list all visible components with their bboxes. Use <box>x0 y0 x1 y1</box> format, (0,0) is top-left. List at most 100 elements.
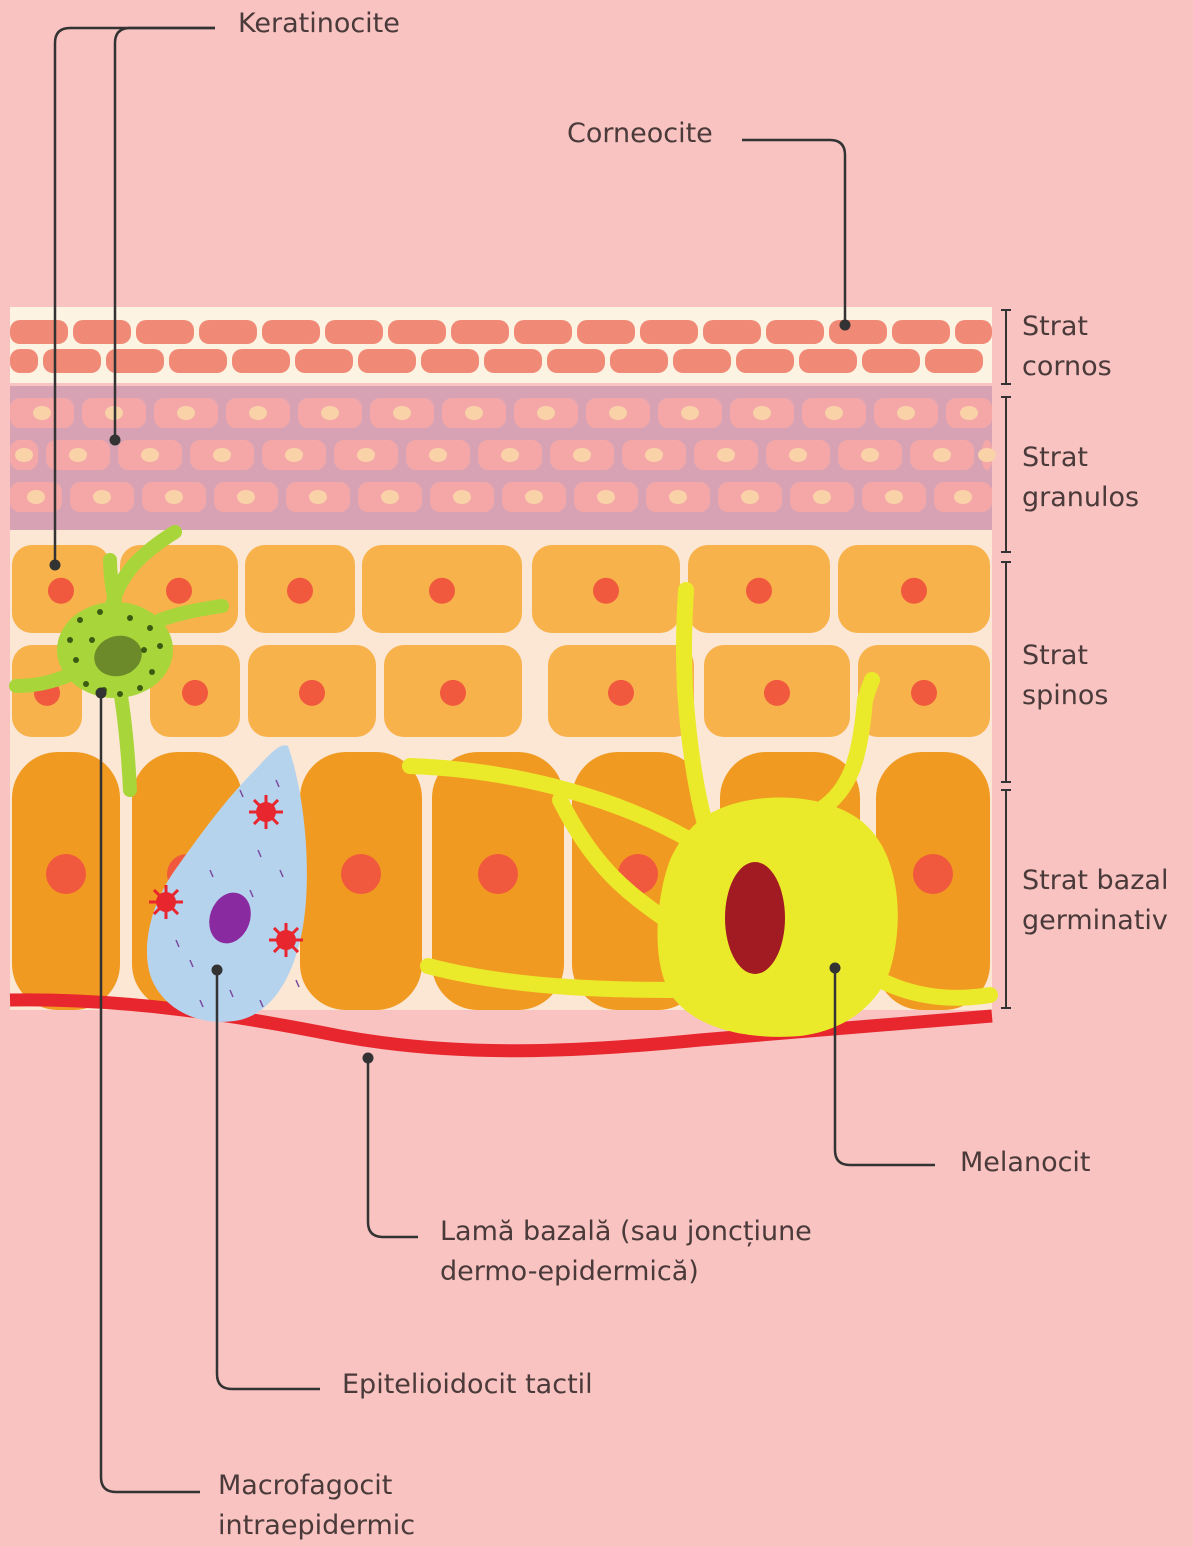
spinous-cell-nucleus <box>429 578 455 604</box>
corneocyte <box>703 320 761 344</box>
stratum-granulosum <box>10 386 996 537</box>
corneocyte <box>358 349 416 373</box>
spinous-cell-nucleus <box>440 680 466 706</box>
macrophage-granule <box>137 685 143 691</box>
macrophage-granule <box>73 657 79 663</box>
granular-cell-nucleus <box>885 490 903 504</box>
granular-cell-nucleus <box>897 406 915 420</box>
granular-cell-nucleus <box>453 490 471 504</box>
epitelioidocit-dot <box>212 965 223 976</box>
layer-cornos-label-2: cornos <box>1022 347 1112 387</box>
keratinocite-label: Keratinocite <box>238 4 400 44</box>
spinous-cell-nucleus <box>287 578 313 604</box>
granular-cell-nucleus <box>717 448 735 462</box>
macrophage-granule <box>127 615 133 621</box>
melanocyte-nucleus <box>725 862 785 974</box>
melanocit-label: Melanocit <box>960 1143 1091 1183</box>
granular-cell-nucleus <box>393 406 411 420</box>
epitelioidocit-label: Epitelioidocit tactil <box>342 1365 593 1405</box>
layer-spinos-label: Strat <box>1022 636 1088 676</box>
granule-core <box>256 802 276 822</box>
spinous-cell-nucleus <box>48 578 74 604</box>
tactile-red-granule <box>249 795 283 829</box>
corneocyte <box>451 320 509 344</box>
basal-cell-nucleus <box>341 854 381 894</box>
macrophage-granule <box>89 637 95 643</box>
granular-cell-nucleus <box>381 490 399 504</box>
corneocyte <box>862 349 920 373</box>
keratinocite-dot <box>110 435 121 446</box>
corneocyte <box>10 349 38 373</box>
corneocyte <box>799 349 857 373</box>
granular-cell-nucleus <box>645 448 663 462</box>
macrophage-granule <box>77 617 83 623</box>
granule-core <box>276 930 296 950</box>
granular-cell-nucleus <box>69 448 87 462</box>
spinous-cell-nucleus <box>911 680 937 706</box>
granular-cell-nucleus <box>933 448 951 462</box>
layer-cornos-label: Strat <box>1022 307 1088 347</box>
macrofagocit-label: Macrofagocit <box>218 1466 392 1506</box>
corneocyte <box>673 349 731 373</box>
corneocite-dot <box>840 320 851 331</box>
spinous-cell-nucleus <box>299 680 325 706</box>
granular-cell-nucleus <box>954 490 972 504</box>
basal-cell-nucleus <box>478 854 518 894</box>
granular-cell-nucleus <box>597 490 615 504</box>
corneocyte <box>766 320 824 344</box>
granular-cell-nucleus <box>573 448 591 462</box>
granular-cell-nucleus <box>213 448 231 462</box>
lama-bazala-label-2: dermo-epidermică) <box>440 1252 699 1292</box>
corneocyte <box>577 320 635 344</box>
macrofagocit-dot <box>96 688 107 699</box>
lama-bazala-label: Lamă bazală (sau joncțiune <box>440 1212 812 1252</box>
macrophage-granule <box>117 691 123 697</box>
corneocyte <box>547 349 605 373</box>
corneocyte <box>484 349 542 373</box>
granular-cell-nucleus <box>165 490 183 504</box>
granule-core <box>156 892 176 912</box>
corneocyte <box>925 349 983 373</box>
granular-cell-nucleus <box>321 406 339 420</box>
granular-cell-nucleus <box>753 406 771 420</box>
granular-cell-nucleus <box>141 448 159 462</box>
granular-cell-nucleus <box>15 448 33 462</box>
corneocyte <box>388 320 446 344</box>
corneocyte <box>73 320 131 344</box>
macrophage-granule <box>147 625 153 631</box>
corneocite-label: Corneocite <box>567 114 713 154</box>
macrophage-granule <box>97 609 103 615</box>
granular-cell-nucleus <box>177 406 195 420</box>
granular-cell-nucleus <box>93 490 111 504</box>
granular-cell-nucleus <box>825 406 843 420</box>
granular-cell-nucleus <box>429 448 447 462</box>
granular-cell-nucleus <box>237 490 255 504</box>
spinous-cell-nucleus <box>593 578 619 604</box>
granular-cell-nucleus <box>960 406 978 420</box>
granular-cell-nucleus <box>309 490 327 504</box>
granular-cell-nucleus <box>609 406 627 420</box>
granular-cell-nucleus <box>501 448 519 462</box>
tactile-red-granule <box>269 923 303 957</box>
granular-cell-nucleus <box>537 406 555 420</box>
granular-cell-nucleus <box>861 448 879 462</box>
basal-cell-nucleus <box>46 854 86 894</box>
corneocyte <box>829 320 887 344</box>
granular-cell-nucleus <box>249 406 267 420</box>
spinous-cell-nucleus <box>608 680 634 706</box>
spinous-cell-nucleus <box>901 578 927 604</box>
granular-cell-nucleus <box>741 490 759 504</box>
spinous-cell-nucleus <box>182 680 208 706</box>
melanocit-dot <box>830 963 841 974</box>
corneocyte <box>955 320 992 344</box>
layer-bazal-label-2: germinativ <box>1022 901 1168 941</box>
layer-bazal-label: Strat bazal <box>1022 861 1168 901</box>
granular-cell-nucleus <box>33 406 51 420</box>
granular-cell-nucleus <box>681 406 699 420</box>
macrofagocit-label-2: intraepidermic <box>218 1506 415 1546</box>
tactile-red-granule <box>149 885 183 919</box>
granular-cell-nucleus <box>357 448 375 462</box>
layer-granulos-label-2: granulos <box>1022 478 1139 518</box>
macrophage-granule <box>83 681 89 687</box>
